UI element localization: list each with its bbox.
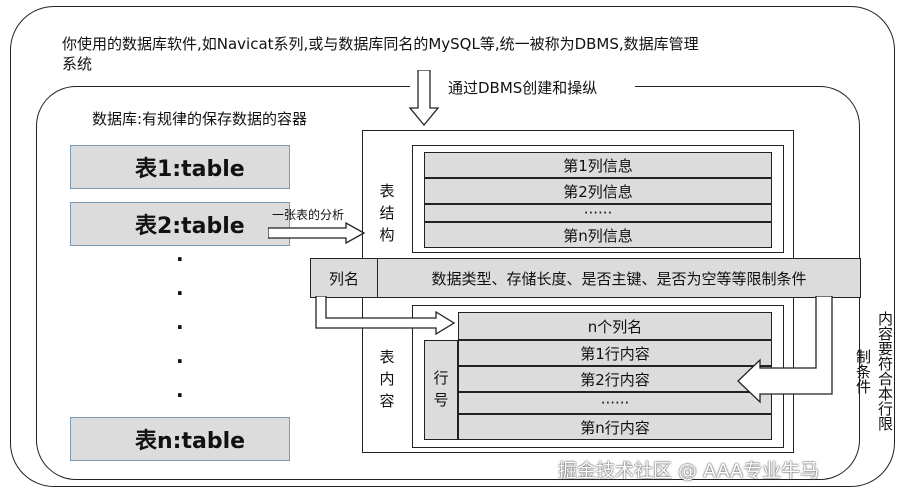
structure-label: 表结构 [379,182,395,244]
ellipsis-dot: . [176,276,184,300]
column-desc-cell: 数据类型、存储长度、是否主键、是否为空等等限制条件 [377,258,861,298]
ellipsis-dot: . [176,310,184,334]
constraint-arrow-icon [737,296,833,404]
table-n: 表n:table [70,417,290,461]
ellipsis-dot: . [176,242,184,266]
column-to-header-arrow-icon [315,296,456,336]
content-row: 第2行内容 [458,366,772,392]
content-row: n个列名 [458,312,772,340]
database-label: 数据库:有规律的保存数据的容器 [92,110,308,128]
analyze-label: 一张表的分析 [272,208,345,222]
watermark: 掘金技术社区 @ AAA专业牛马 [558,460,820,482]
row-number-label: 行号 [433,369,449,409]
ellipsis-dot: . [176,344,184,368]
down-arrow-icon [408,70,440,127]
column-name-cell: 列名 [310,258,378,298]
content-row: 第1行内容 [458,340,772,366]
arrow-label: 通过DBMS创建和操纵 [448,79,598,97]
dbms-description-line1: 你使用的数据库软件,如Navicat系列,或与数据库同名的MySQL等,统一被称… [62,35,699,53]
structure-row: 第n列信息 [424,222,772,248]
content-row: ······ [458,392,772,414]
structure-box [412,145,784,253]
content-row: 第n行内容 [458,414,772,440]
table-2: 表2:table [70,202,290,246]
structure-row: ······ [424,204,772,222]
structure-row: 第2列信息 [424,178,772,204]
dbms-container [10,6,895,487]
table-1: 表1:table [70,145,290,189]
ellipsis-dot: . [176,378,184,402]
arrow-label-bg [410,70,635,100]
analyze-arrow-icon [268,222,366,245]
dbms-description-line2: 系统 [62,55,93,73]
structure-row: 第1列信息 [424,152,772,178]
row-number-cell [424,340,458,440]
constraint-label: 内容要符合本行限制条件 [854,311,894,431]
content-label: 表内容 [379,348,395,410]
